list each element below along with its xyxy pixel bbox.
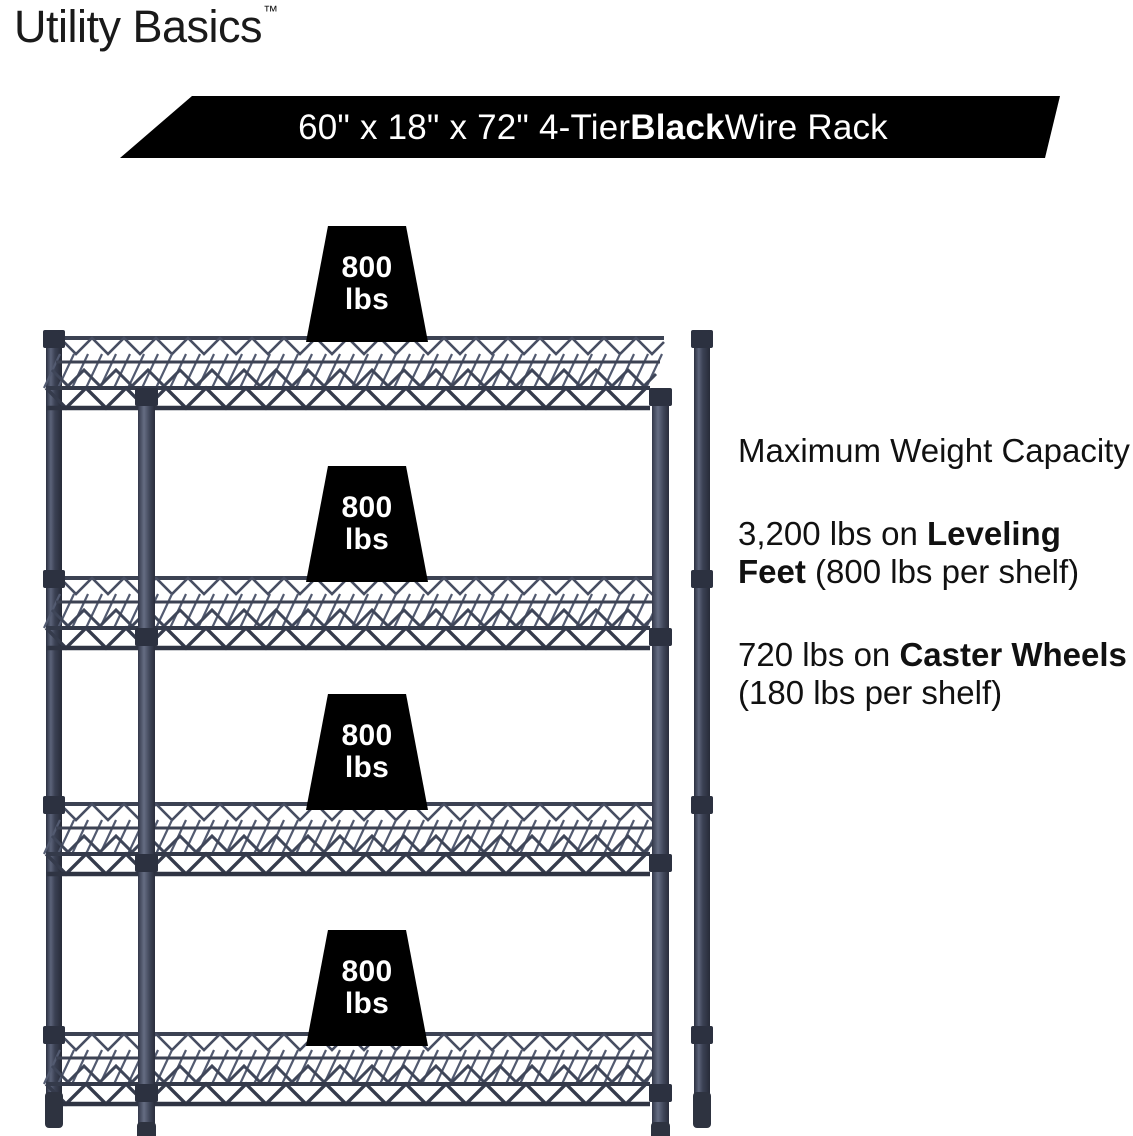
badge-value: 800: [341, 490, 393, 524]
rear-left-post: [46, 330, 62, 1098]
caster-tail: (180 lbs per shelf): [738, 674, 1003, 712]
banner-text: 60" x 18" x 72" 4-Tier Black Wire Rack: [120, 96, 1060, 158]
brand-name: Utility Basics: [14, 1, 263, 52]
front-left-post: [138, 388, 155, 1128]
badge-text: 800 lbs: [306, 930, 428, 1046]
leveling-tail: (800 lbs per shelf): [805, 553, 1080, 591]
badge-value: 800: [341, 250, 393, 284]
badge-plate: [306, 694, 428, 810]
badge-unit: lbs: [344, 751, 390, 784]
badge-value: 800: [341, 954, 393, 988]
leveling-lead: 3,200 lbs on: [738, 514, 927, 552]
title-banner: 60" x 18" x 72" 4-Tier Black Wire Rack: [120, 96, 1060, 158]
capacity-copy-block: Maximum Weight Capacity 3,200 lbs on Lev…: [738, 432, 1130, 713]
badge-unit: lbs: [344, 283, 390, 316]
caster-lead: 720 lbs on: [738, 635, 900, 673]
capacity-badge-tier-4: 800 lbs: [306, 930, 428, 1046]
leveling-foot-rear-right: [693, 1092, 711, 1128]
badge-value: 800: [341, 718, 393, 752]
capacity-badge-tier-2: 800 lbs: [306, 466, 428, 582]
leveling-feet: [45, 1092, 711, 1136]
badge-plate: [306, 466, 428, 582]
badge-text: 800 lbs: [306, 226, 428, 342]
leveling-bold: Leveling Feet: [738, 514, 1061, 591]
leveling-foot-rear-left: [45, 1092, 63, 1128]
leveling-foot-front-right: [651, 1122, 670, 1136]
capacity-badge-tier-1: 800 lbs: [306, 226, 428, 342]
badge-plate: [306, 226, 428, 342]
badge-text: 800 lbs: [306, 466, 428, 582]
rear-right-post: [694, 330, 710, 1098]
capacity-heading: Maximum Weight Capacity: [738, 432, 1130, 469]
caster-bold: Caster Wheels: [899, 635, 1127, 673]
wire-rack-svg: [0, 330, 713, 1136]
wire-rack-illustration: [0, 300, 740, 1136]
banner-background: [120, 96, 1060, 158]
caster-wheels-capacity: 720 lbs on Caster Wheels (180 lbs per sh…: [738, 636, 1130, 713]
post-collars: [43, 330, 713, 1102]
brand-logo: Utility Basics™: [14, 1, 279, 52]
badge-text: 800 lbs: [306, 694, 428, 810]
front-right-post: [652, 388, 669, 1128]
badge-unit: lbs: [344, 523, 390, 556]
trademark-symbol: ™: [263, 3, 279, 20]
leveling-foot-front-left: [137, 1122, 156, 1136]
capacity-badge-tier-3: 800 lbs: [306, 694, 428, 810]
badge-plate: [306, 930, 428, 1046]
banner-text-bold: Black: [630, 107, 725, 147]
badge-unit: lbs: [344, 987, 390, 1020]
leveling-feet-capacity: 3,200 lbs on Leveling Feet (800 lbs per …: [738, 515, 1130, 592]
banner-text-before: 60" x 18" x 72" 4-Tier: [298, 107, 631, 147]
banner-text-after: Wire Rack: [724, 107, 888, 147]
